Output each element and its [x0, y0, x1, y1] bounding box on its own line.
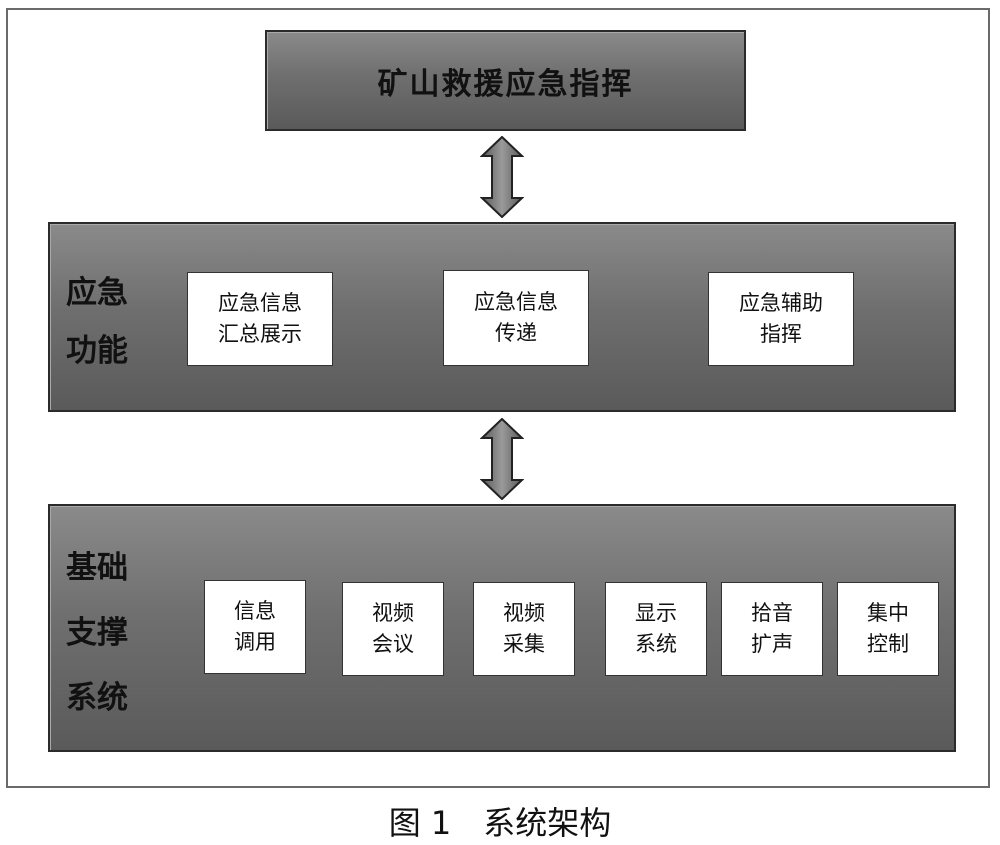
support-system-label: 基础 支撑 系统: [66, 550, 128, 716]
emergency-function-panel: 应急 功能 应急信息 汇总展示 应急信息 传递 应急辅助 指挥: [48, 222, 956, 412]
support-box-video-capture: 视频 采集: [473, 582, 575, 676]
emergency-box-info-summary: 应急信息 汇总展示: [187, 272, 333, 366]
figure-caption: 图 1 系统架构: [388, 804, 612, 842]
emergency-box-aux-command: 应急辅助 指挥: [708, 272, 854, 366]
bidirectional-arrow-bottom: [480, 418, 524, 500]
support-box-central-control: 集中 控制: [837, 582, 939, 676]
bidirectional-arrow-top: [480, 136, 524, 218]
support-box-audio-pickup: 拾音 扩声: [721, 582, 823, 676]
support-system-panel: 基础 支撑 系统 信息 调用 视频 会议 视频 采集 显示 系统 拾音 扩声: [48, 504, 956, 752]
support-box-display-system: 显示 系统: [605, 582, 707, 676]
support-box-video-conference: 视频 会议: [342, 582, 444, 676]
top-command-title: 矿山救援应急指挥: [377, 66, 634, 102]
top-command-box: 矿山救援应急指挥: [265, 30, 746, 131]
support-box-info-call: 信息 调用: [204, 580, 306, 674]
emergency-box-info-transfer: 应急信息 传递: [443, 270, 589, 366]
emergency-function-label: 应急 功能: [66, 275, 128, 369]
